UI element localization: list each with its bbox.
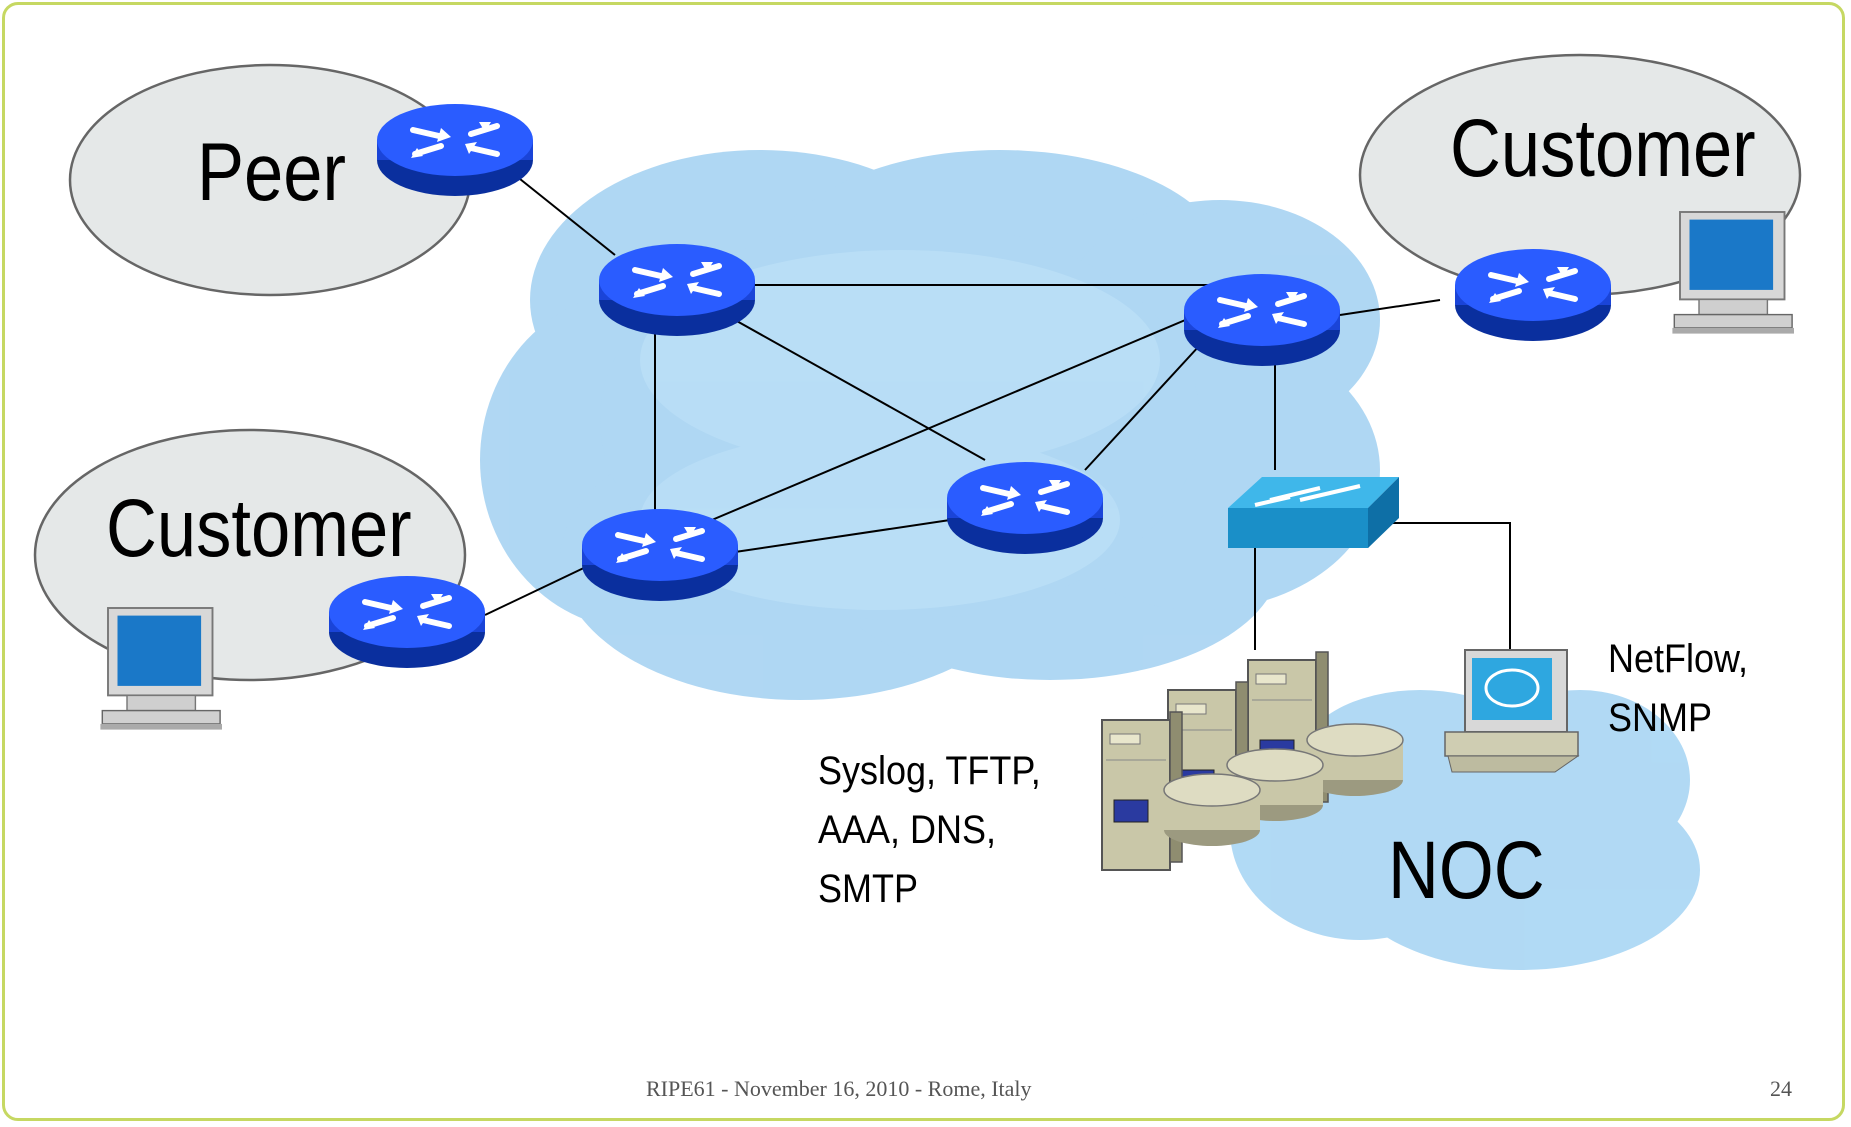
monitoring-text: NetFlow, SNMP	[1608, 630, 1748, 748]
pc-icon-customer-left	[99, 607, 223, 731]
slide-footer: RIPE61 - November 16, 2010 - Rome, Italy	[646, 1076, 1032, 1101]
services-text: Syslog, TFTP, AAA, DNS, SMTP	[818, 742, 1041, 919]
noc-management-station-icon	[1444, 649, 1580, 773]
services-line-2: AAA, DNS,	[818, 808, 997, 852]
router-core-center	[947, 462, 1103, 554]
network-links	[484, 174, 1511, 650]
router-core-top-right	[1184, 274, 1340, 366]
customer-label-top-right: Customer	[1450, 103, 1756, 194]
router-core-bottom-left	[582, 509, 738, 601]
noc-label: NOC	[1388, 825, 1545, 916]
switch-icon	[1228, 477, 1399, 548]
router-core-top-left	[599, 244, 755, 336]
services-line-3: SMTP	[818, 867, 919, 911]
monitoring-line-1: NetFlow,	[1608, 637, 1749, 681]
peer-label: Peer	[197, 127, 346, 218]
router-peer-edge	[377, 104, 533, 196]
router-customer-right-edge	[1455, 249, 1611, 341]
customer-label-left: Customer	[106, 483, 412, 574]
pc-icon-customer-right	[1671, 211, 1795, 335]
page-number: 24	[1770, 1076, 1792, 1101]
router-customer-left-edge	[329, 576, 485, 668]
services-line-1: Syslog, TFTP,	[818, 749, 1041, 793]
monitoring-line-2: SNMP	[1608, 696, 1713, 740]
